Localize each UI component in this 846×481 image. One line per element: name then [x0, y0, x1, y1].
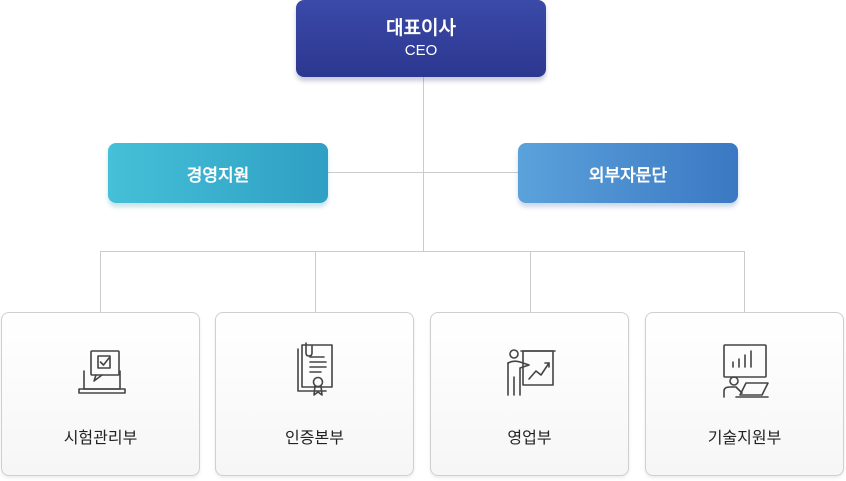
laptop-checkmark-icon: [78, 350, 126, 394]
ceo-subtitle: CEO: [404, 42, 438, 59]
department-card-sales: 영업부: [430, 312, 629, 476]
department-label: 시험관리부: [63, 428, 138, 447]
external-advisory-label: 외부자문단: [588, 165, 668, 186]
department-card-certification: 인증본부: [215, 312, 414, 476]
department-label: 인증본부: [285, 428, 344, 447]
management-support-box: 경영지원: [108, 143, 328, 203]
ceo-title: 대표이사: [386, 17, 456, 39]
department-card-test-management: 시험관리부: [1, 312, 200, 476]
presentation-chart-icon: [507, 349, 556, 396]
department-label: 기술지원부: [707, 428, 782, 447]
management-support-label: 경영지원: [186, 165, 250, 186]
external-advisory-box: 외부자문단: [518, 143, 738, 203]
certificate-document-icon: [297, 342, 333, 396]
ceo-box: 대표이사 CEO: [296, 0, 546, 77]
technical-support-icon: [723, 344, 769, 398]
department-label: 영업부: [507, 428, 552, 447]
department-card-technical-support: 기술지원부: [645, 312, 844, 476]
